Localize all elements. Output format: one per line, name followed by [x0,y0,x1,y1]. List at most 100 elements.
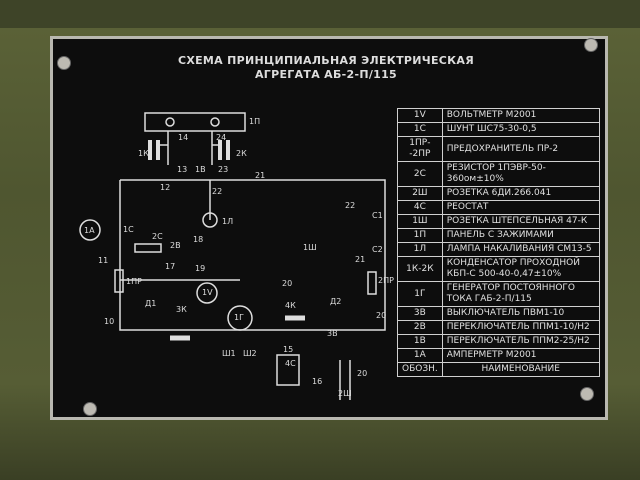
label: 16 [312,377,323,386]
label: 3В [327,329,338,338]
label: 2В [170,241,181,250]
title-line-2: АГРЕГАТА АБ-2-П/115 [254,68,398,81]
label: 19 [195,264,206,273]
component-code: 1Л [397,242,443,257]
component-code: 1П [397,228,443,243]
component-code: 1Ш [397,214,443,229]
component-name: РЕОСТАТ [441,200,600,215]
label: 14 [178,133,189,142]
label: 3К [176,305,187,314]
component-name: РОЗЕТКА 6ДИ.266.041 [441,186,600,201]
component-name: ПЕРЕКЛЮЧАТЕЛЬ ППМ2-25/Н2 [441,334,600,349]
label: 21 [255,171,266,180]
terminal [210,117,220,127]
component-code: 1В [397,334,443,349]
component-name: ПЕРЕКЛЮЧАТЕЛЬ ППМ1-10/Н2 [441,320,600,335]
label: С1 [372,211,383,220]
label: 4К [285,301,296,310]
label: 13 [177,165,188,174]
label: 22 [212,187,223,196]
component-code: 3В [397,306,443,321]
lamp-1l [202,212,218,228]
component-name: ПАНЕЛЬ С ЗАЖИМАМИ [441,228,600,243]
label: 23 [218,165,229,174]
label: 1С [123,225,134,234]
table-header-row: ОБОЗН. НАИМЕНОВАНИЕ [397,362,600,377]
label: 1А [84,226,95,235]
component-code: 1А [397,348,443,363]
generator-1g [227,305,253,331]
terminal-panel [144,112,246,132]
label: 22 [345,201,356,210]
label: 1В [195,165,206,174]
label: Д1 [145,299,157,308]
component-code: 4С [397,200,443,215]
label: 11 [98,256,109,265]
screw [83,402,97,416]
header-code: ОБОЗН. [397,362,443,377]
label: 10 [104,317,115,326]
component-name: ПРЕДОХРАНИТЕЛЬ ПР-2 [441,136,600,162]
ammeter-1a [79,219,101,241]
label: 2С [152,232,163,241]
label: Ш2 [243,349,257,358]
component-code: 1С [397,122,443,137]
component-name: РЕЗИСТОР 1ПЭВР-50-360ом±10% [441,161,600,187]
component-name: ШУНТ ШС75-30-0,5 [441,122,600,137]
label: 1Г [234,313,244,322]
component-name: КОНДЕНСАТОР ПРОХОДНОЙ КБП-С 500-40-0,47±… [441,256,600,282]
component-name: ВЫКЛЮЧАТЕЛЬ ПВМ1-10 [441,306,600,321]
label: 20 [282,279,293,288]
component-code: 2С [397,161,443,187]
top-edge [0,0,640,28]
label: 4С [285,359,296,368]
title-line-1: СХЕМА ПРИНЦИПИАЛЬНАЯ ЭЛЕКТРИЧЕСКАЯ [177,54,475,67]
component-code: 2Ш [397,186,443,201]
label: Д2 [330,297,342,306]
screw [580,387,594,401]
component-name: РОЗЕТКА ШТЕПСЕЛЬНАЯ 47-К [441,214,600,229]
label: 1V [202,288,213,297]
component-code: 1Г [397,281,443,307]
label: 17 [165,262,176,271]
label: 15 [283,345,294,354]
label: 1Л [222,217,234,226]
screw [584,38,598,52]
label: 12 [160,183,171,192]
component-name: ЛАМПА НАКАЛИВАНИЯ СМ13-5 [441,242,600,257]
screw [57,56,71,70]
label: 2ПР [378,276,394,285]
label: 21 [355,255,366,264]
label: 1ПР [126,277,142,286]
label: 24 [216,133,227,142]
component-name: АМПЕРМЕТР М2001 [441,348,600,363]
label: С2 [372,245,383,254]
component-name: ВОЛЬТМЕТР М2001 [441,108,600,123]
label: Ш1 [222,349,236,358]
label: 1П [249,117,261,126]
component-name: ГЕНЕРАТОР ПОСТОЯННОГО ТОКА ГАБ-2-П/115 [441,281,600,307]
terminal [165,117,175,127]
component-code: 1V [397,108,443,123]
label: 20 [376,311,387,320]
component-code: 2В [397,320,443,335]
voltmeter-1v [196,282,218,304]
component-code: 1К-2К [397,256,443,282]
header-name: НАИМЕНОВАНИЕ [441,362,600,377]
label: 2К [236,149,247,158]
